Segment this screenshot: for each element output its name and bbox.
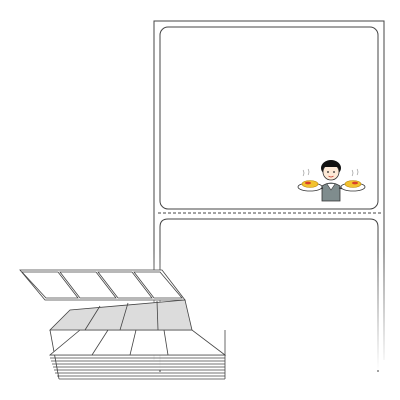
fanfold-stack-icon	[19, 269, 227, 380]
stack-top-dividers	[91, 329, 169, 356]
liner-outline	[153, 20, 385, 360]
waitress-with-dishes-icon	[297, 160, 366, 202]
label-top	[159, 26, 379, 210]
upper-strip-labels	[21, 271, 183, 299]
fold-strip-dividers	[84, 300, 159, 331]
